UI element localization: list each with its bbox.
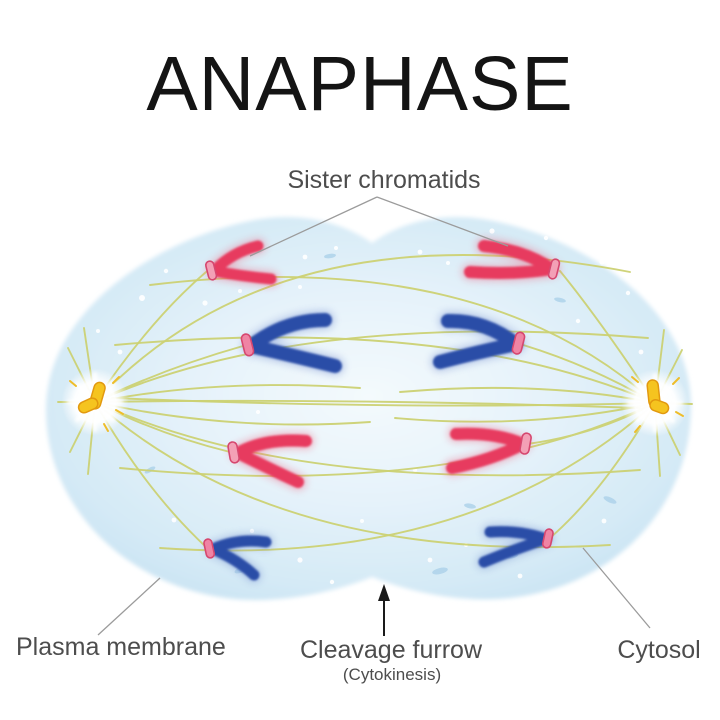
chromatids-left-group [203,238,345,583]
leader-sister-chromatids-right [376,196,509,247]
chromatid-red-upper-left [204,238,279,287]
cleavage-furrow-arrow [378,584,390,636]
chromatids-right-group [430,237,561,570]
centromere [204,260,218,281]
centromere [240,333,255,357]
cell-body [46,217,691,600]
label-sister-chromatids: Sister chromatids [287,166,481,194]
centromere [203,538,216,559]
plasma-membrane-shape [46,217,691,600]
centriole-pair-right [646,379,670,415]
leader-plasma-membrane [97,577,161,636]
chromatid-red-upper-right [461,237,561,282]
chromatid-blue-upper-right [430,311,526,372]
chromatid-blue-lower-right [476,524,554,570]
spindle-fibers-left [57,254,649,549]
centromere [227,441,240,464]
spindle-pole-left [61,368,129,436]
centromere [547,258,561,280]
label-plasma-membrane: Plasma membrane [16,633,226,661]
leader-sister-chromatids-left [249,196,378,257]
label-cytosol: Cytosol [617,636,701,664]
centriole-pair-left [77,381,106,414]
centromere [511,331,526,355]
page-title: ANAPHASE [146,41,574,127]
chromatid-blue-upper-left [240,310,345,376]
leader-cytosol [582,547,651,629]
label-cytokinesis: (Cytokinesis) [342,665,442,684]
label-cleavage-furrow: Cleavage furrow [299,636,483,664]
arrowhead-icon [378,584,390,601]
centromere [541,528,554,549]
spindle-pole-right [621,369,689,437]
aster-gold-ticks [631,376,684,433]
leader-lines [97,196,651,636]
centromere [519,432,532,455]
chromatid-red-lower-left [227,432,315,491]
chromatid-red-lower-right [443,425,532,477]
chromatid-blue-lower-left [203,533,274,583]
aster-gold-ticks [69,376,124,432]
